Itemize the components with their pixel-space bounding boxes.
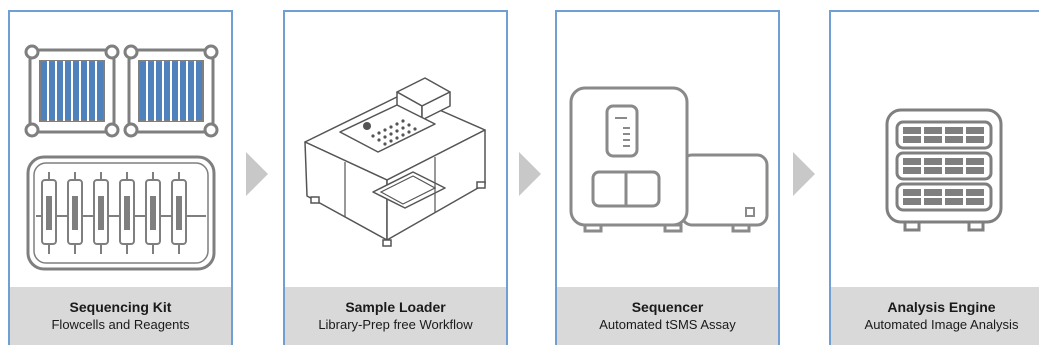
step-caption: Sequencing Kit Flowcells and Reagents	[10, 287, 231, 345]
step-title: Sequencer	[631, 299, 704, 315]
step-subtitle: Automated Image Analysis	[864, 317, 1019, 332]
arrow-right-icon	[246, 152, 268, 196]
sequencer-icon	[569, 86, 769, 233]
flowcell-icon	[123, 44, 219, 138]
step-card-sequencer: Sequencer Automated tSMS Assay	[555, 10, 780, 345]
step-title: Sample Loader	[345, 299, 446, 315]
step-card-sample-loader: Sample Loader Library-Prep free Workflow	[283, 10, 508, 345]
step-title: Analysis Engine	[887, 299, 996, 315]
step-caption: Sample Loader Library-Prep free Workflow	[285, 287, 506, 345]
arrow-right-icon	[519, 152, 541, 196]
step-card-analysis-engine: Analysis Engine Automated Image Analysis	[829, 10, 1039, 345]
sample-loader-icon	[304, 77, 486, 247]
sequencing-kit-icon	[24, 44, 219, 271]
arrow-right-icon	[793, 152, 815, 196]
step-subtitle: Flowcells and Reagents	[51, 317, 190, 332]
flowcell-icon	[24, 44, 120, 138]
step-caption: Sequencer Automated tSMS Assay	[557, 287, 778, 345]
step-title: Sequencing Kit	[69, 299, 172, 315]
step-subtitle: Automated tSMS Assay	[599, 317, 736, 332]
step-card-sequencing-kit: Sequencing Kit Flowcells and Reagents	[8, 10, 233, 345]
reagent-tray-icon	[26, 155, 216, 271]
step-caption: Analysis Engine Automated Image Analysis	[831, 287, 1039, 345]
step-subtitle: Library-Prep free Workflow	[318, 317, 473, 332]
analysis-engine-icon	[885, 108, 1003, 232]
